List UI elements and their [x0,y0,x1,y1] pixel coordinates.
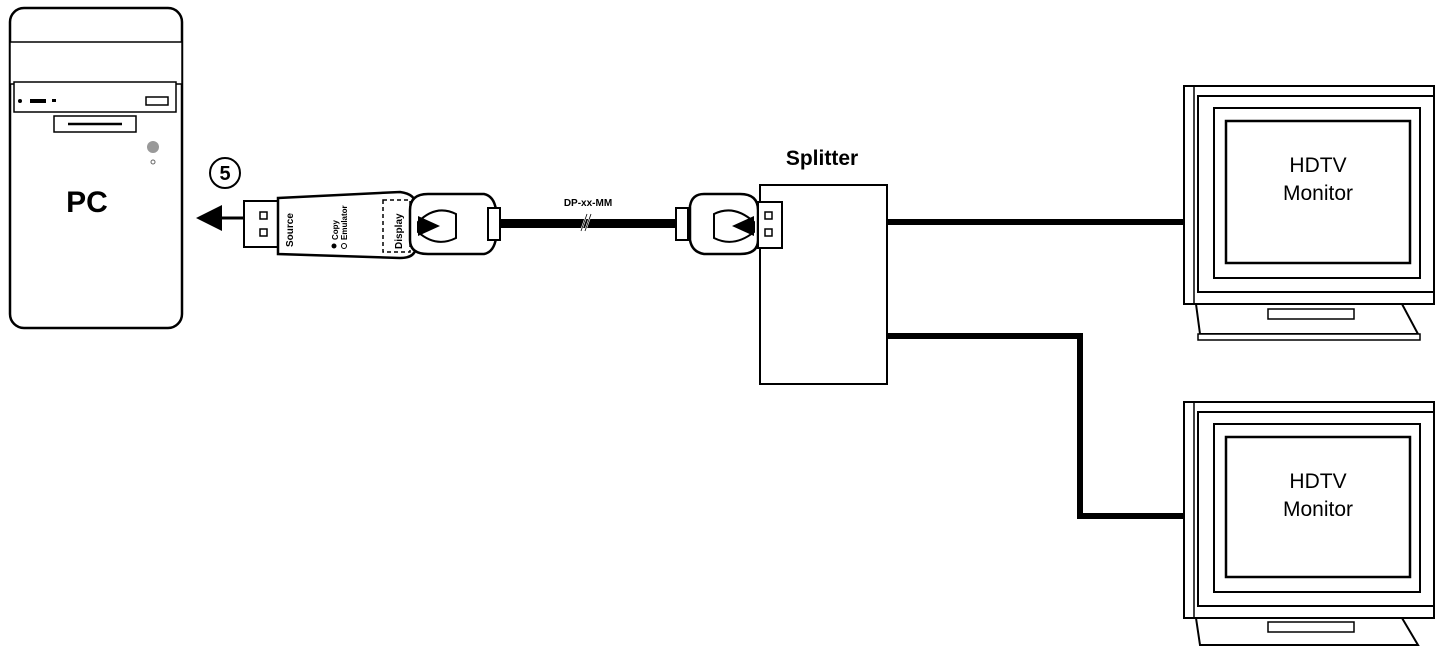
dp-cable: DP-xx-MM [500,198,678,232]
edid-emulator: Source Copy Emulator Display [243,190,418,260]
plug-in-arrow [196,205,248,231]
monitor-1-line1: HDTV [1289,154,1346,177]
step-marker: 5 [209,157,241,189]
output-cables [887,219,1188,519]
splitter-box: Splitter [757,147,888,385]
splitter-label: Splitter [786,147,858,170]
mode-copy-label: Copy [331,219,340,240]
source-label: Source [285,213,296,247]
pc-tower: PC [8,6,184,330]
monitor-2-line2: Monitor [1283,498,1353,521]
step-number: 5 [219,163,230,185]
hdtv-monitor-2: HDTV Monitor [1183,401,1435,646]
hdtv-monitor-1: HDTV Monitor [1183,85,1435,341]
monitor-1-line2: Monitor [1283,182,1353,205]
power-button [147,141,159,153]
pc-label: PC [66,186,108,219]
cable-connector-left [408,192,501,256]
cable-label: DP-xx-MM [564,198,612,209]
monitor-2-line1: HDTV [1289,470,1346,493]
drive-bay-frame [9,41,183,85]
mode-emulator-label: Emulator [340,205,349,240]
display-label: Display [394,213,405,249]
